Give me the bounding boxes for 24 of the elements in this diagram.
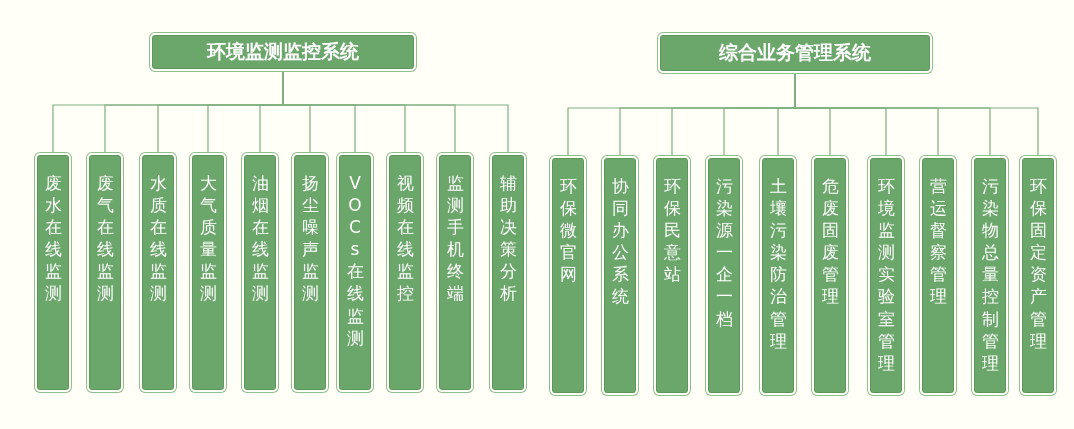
module-box: 油烟在线监测: [244, 155, 276, 390]
module-box: 危废固废管理: [814, 158, 846, 393]
module-box: 视频在线监控: [389, 155, 421, 390]
system-title-box: 综合业务管理系统: [660, 35, 930, 71]
module-box: 污染物总量控制管理: [974, 158, 1006, 393]
module-box: 水质在线监测: [142, 155, 174, 390]
system-title-box: 环境监测监控系统: [152, 35, 414, 69]
module-box: 污染源一企一档: [708, 158, 740, 393]
module-box: 协同办公系统: [604, 158, 636, 393]
module-box: 营运督察管理: [922, 158, 954, 393]
module-box: 监测手机终端: [439, 155, 471, 390]
module-box: 扬尘噪声监测: [294, 155, 326, 390]
module-box: 废水在线监测: [37, 155, 69, 390]
module-box: 环境监测实验室管理: [870, 158, 902, 393]
connector-line: [282, 71, 509, 153]
module-box: 环保微官网: [552, 158, 584, 393]
module-box: 辅助决策分析: [492, 155, 524, 390]
module-box: VOCs在线监测: [339, 155, 371, 390]
module-box: 环保固定资产管理: [1022, 158, 1054, 393]
connector-line: [794, 73, 1039, 156]
module-box: 土壤污染防治管理: [762, 158, 794, 393]
module-box: 废气在线监测: [89, 155, 121, 390]
module-box: 大气质量监测: [192, 155, 224, 390]
module-box: 环保民意站: [656, 158, 688, 393]
